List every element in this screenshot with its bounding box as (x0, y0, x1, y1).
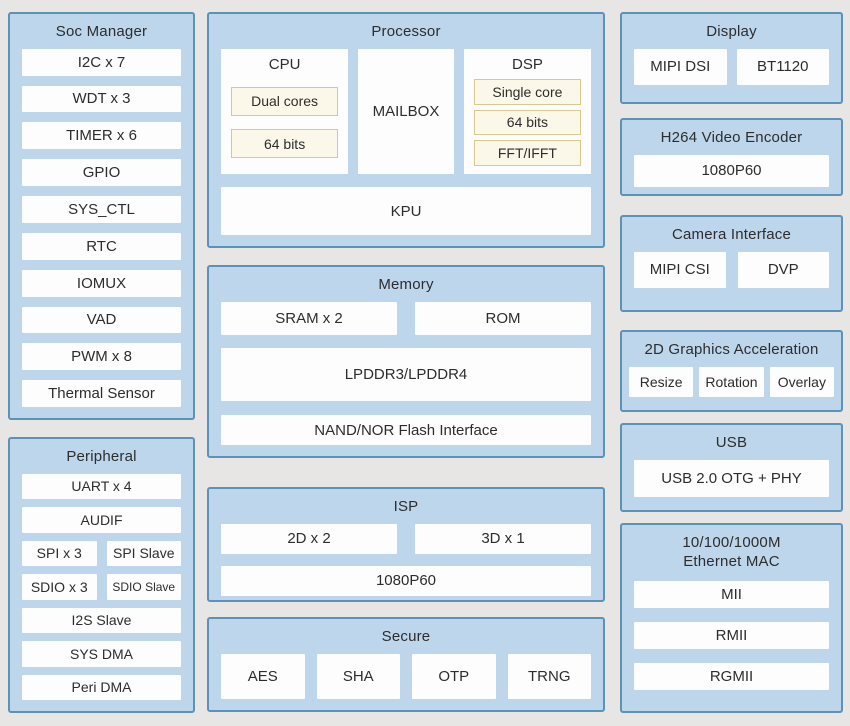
display-title: Display (706, 23, 757, 40)
isp-title: ISP (393, 498, 419, 515)
soc-manager-item-gpio: GPIO (22, 159, 181, 187)
usb-title: USB (715, 434, 748, 451)
soc-manager-item-wdt: WDT x 3 (22, 85, 181, 113)
camera-row: MIPI CSI DVP (634, 251, 829, 288)
soc-manager-items: I2C x 7 WDT x 3 TIMER x 6 GPIO SYS_CTL R… (22, 48, 181, 408)
soc-manager-item-iomux: IOMUX (22, 269, 181, 297)
h264-encoder-title: H264 Video Encoder (660, 129, 803, 146)
peripheral-sdio-row: SDIO x 3 SDIO Slave (22, 574, 181, 600)
dsp-tags: Single core 64 bits FFT/IFFT (473, 78, 581, 166)
isp-block: ISP 2D x 2 3D x 1 1080P60 (207, 487, 605, 602)
cpu-tag-dual-cores: Dual cores (231, 86, 339, 116)
isp-item-1080p60: 1080P60 (221, 565, 591, 596)
processor-block: Processor CPU Dual cores 64 bits MAILBOX… (207, 12, 605, 248)
soc-manager-item-pwm: PWM x 8 (22, 343, 181, 371)
peripheral-item-sdio: SDIO x 3 (22, 574, 97, 600)
graphics-acceleration-title: 2D Graphics Acceleration (644, 341, 819, 358)
peripheral-title: Peripheral (66, 448, 137, 465)
mailbox-unit: MAILBOX (358, 48, 454, 174)
ethernet-items: MII RMII RGMII (634, 580, 829, 691)
soc-manager-item-vad: VAD (22, 306, 181, 334)
ethernet-title-line1: 10/100/1000M (682, 534, 781, 551)
h264-item-1080p60: 1080P60 (634, 154, 829, 187)
secure-item-aes: AES (221, 653, 305, 699)
secure-item-trng: TRNG (507, 653, 591, 699)
display-block: Display MIPI DSI BT1120 (620, 12, 843, 104)
processor-units-row: CPU Dual cores 64 bits MAILBOX DSP Singl… (221, 48, 591, 174)
dsp-tag-64-bits: 64 bits (473, 109, 581, 136)
peripheral-item-audif: AUDIF (22, 507, 181, 533)
display-row: MIPI DSI BT1120 (634, 48, 829, 85)
isp-item-3d: 3D x 1 (415, 523, 591, 554)
ethernet-item-mii: MII (634, 580, 829, 608)
cpu-tags: Dual cores 64 bits (231, 79, 339, 166)
soc-manager-item-thermal-sensor: Thermal Sensor (22, 380, 181, 408)
dsp-title: DSP (511, 55, 543, 73)
dsp-tag-fft-ifft: FFT/IFFT (473, 140, 581, 166)
memory-item-rom: ROM (415, 301, 591, 335)
graphics-item-rotation: Rotation (699, 366, 764, 397)
ethernet-mac-title: 10/100/1000M Ethernet MAC (634, 530, 829, 581)
left-column: Soc Manager I2C x 7 WDT x 3 TIMER x 6 GP… (8, 12, 195, 713)
memory-item-sram: SRAM x 2 (221, 301, 397, 335)
processor-title: Processor (371, 23, 441, 40)
usb-block: USB USB 2.0 OTG + PHY (620, 423, 843, 512)
ethernet-mac-block: 10/100/1000M Ethernet MAC MII RMII RGMII (620, 523, 843, 713)
display-item-mipi-dsi: MIPI DSI (634, 48, 727, 85)
peripheral-spi-row: SPI x 3 SPI Slave (22, 540, 181, 567)
peripheral-item-spi-slave: SPI Slave (106, 540, 181, 567)
ethernet-item-rmii: RMII (634, 621, 829, 649)
graphics-acceleration-block: 2D Graphics Acceleration Resize Rotation… (620, 330, 843, 412)
soc-manager-block: Soc Manager I2C x 7 WDT x 3 TIMER x 6 GP… (8, 12, 195, 420)
peripheral-item-spi: SPI x 3 (22, 540, 97, 567)
peripheral-item-uart: UART x 4 (22, 473, 181, 500)
peripheral-item-sdio-slave: SDIO Slave (106, 574, 181, 600)
dsp-tag-single-core: Single core (473, 78, 581, 105)
cpu-tag-64-bits: 64 bits (231, 129, 339, 159)
peripheral-item-peri-dma: Peri DMA (22, 674, 181, 701)
camera-item-dvp: DVP (737, 251, 829, 288)
peripheral-item-sys-dma: SYS DMA (22, 641, 181, 667)
cpu-title: CPU (268, 55, 301, 73)
soc-manager-item-timer: TIMER x 6 (22, 122, 181, 150)
secure-block: Secure AES SHA OTP TRNG (207, 617, 605, 712)
soc-manager-item-rtc: RTC (22, 232, 181, 260)
ethernet-title-line2: Ethernet MAC (683, 552, 780, 570)
soc-manager-item-sys-ctl: SYS_CTL (22, 196, 181, 223)
display-item-bt1120: BT1120 (736, 48, 829, 85)
peripheral-item-i2s-slave: I2S Slave (22, 607, 181, 634)
secure-item-otp: OTP (412, 653, 496, 699)
graphics-item-resize: Resize (629, 366, 694, 397)
kpu-unit: KPU (221, 187, 591, 235)
isp-item-2d: 2D x 2 (221, 523, 397, 554)
graphics-item-overlay: Overlay (769, 366, 834, 397)
soc-manager-title: Soc Manager (55, 23, 148, 40)
h264-encoder-block: H264 Video Encoder 1080P60 (620, 118, 843, 196)
middle-column: Processor CPU Dual cores 64 bits MAILBOX… (207, 12, 605, 712)
camera-interface-block: Camera Interface MIPI CSI DVP (620, 215, 843, 312)
graphics-row: Resize Rotation Overlay (629, 366, 834, 397)
secure-item-sha: SHA (316, 653, 400, 699)
memory-row: SRAM x 2 ROM (221, 301, 591, 335)
peripheral-block: Peripheral UART x 4 AUDIF SPI x 3 SPI Sl… (8, 437, 195, 713)
ethernet-item-rgmii: RGMII (634, 662, 829, 691)
soc-manager-item-i2c: I2C x 7 (22, 48, 181, 76)
camera-item-mipi-csi: MIPI CSI (634, 251, 726, 288)
right-column: Display MIPI DSI BT1120 H264 Video Encod… (620, 12, 843, 713)
memory-block: Memory SRAM x 2 ROM LPDDR3/LPDDR4 NAND/N… (207, 265, 605, 458)
memory-item-lpddr: LPDDR3/LPDDR4 (221, 347, 591, 401)
secure-title: Secure (381, 628, 431, 645)
secure-row: AES SHA OTP TRNG (221, 653, 591, 699)
usb-item-otg-phy: USB 2.0 OTG + PHY (634, 459, 829, 497)
memory-title: Memory (378, 276, 434, 293)
peripheral-items: UART x 4 AUDIF SPI x 3 SPI Slave SDIO x … (22, 473, 181, 701)
cpu-unit: CPU Dual cores 64 bits (221, 48, 349, 174)
isp-row: 2D x 2 3D x 1 (221, 523, 591, 554)
dsp-unit: DSP Single core 64 bits FFT/IFFT (463, 48, 591, 174)
memory-item-flash-interface: NAND/NOR Flash Interface (221, 415, 591, 445)
camera-interface-title: Camera Interface (671, 226, 792, 243)
